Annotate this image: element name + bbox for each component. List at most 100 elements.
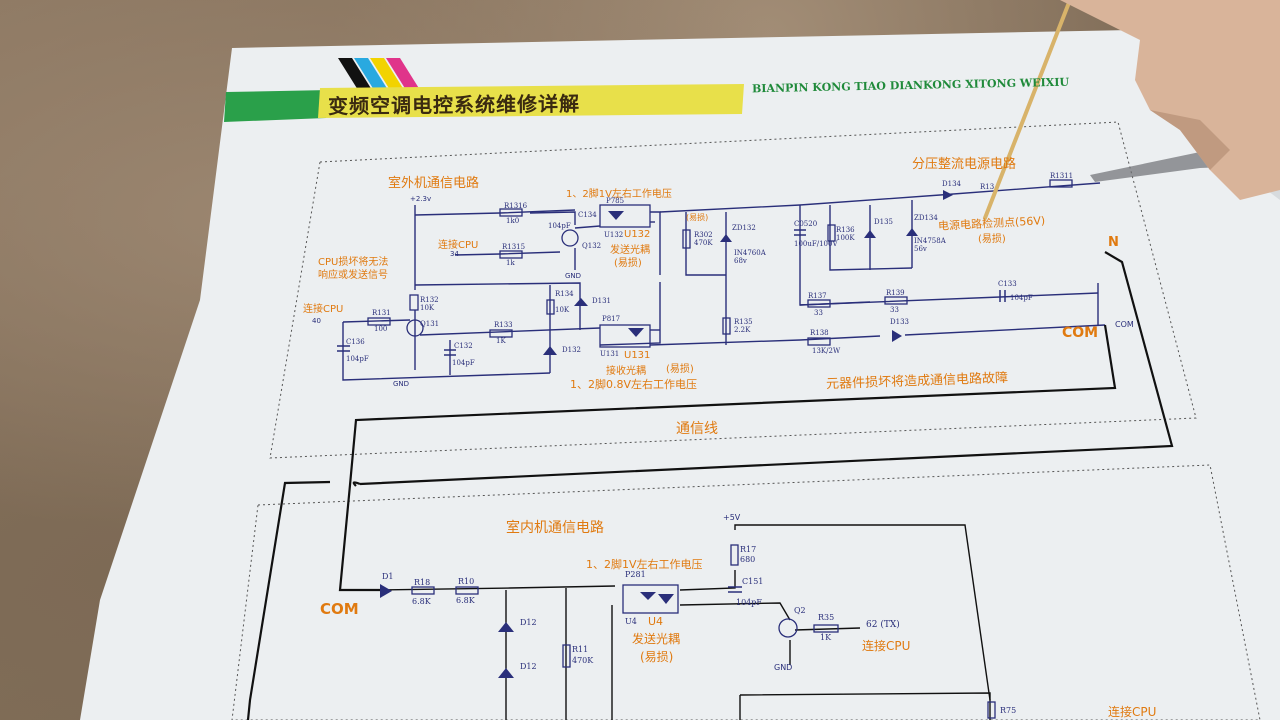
part-r18-value: 6.8K xyxy=(412,597,431,606)
part-r139: R139 xyxy=(886,289,905,297)
part-zd134-value: IN4758A 56v xyxy=(914,237,946,253)
outdoor-cpu-note-2: 响应或发送信号 xyxy=(318,270,388,281)
paper-sheet xyxy=(80,28,1280,720)
part-r18: R18 xyxy=(414,578,431,587)
part-zd132: ZD132 xyxy=(732,224,756,232)
part-r11-value: 470K xyxy=(572,656,594,665)
components xyxy=(367,179,1073,719)
comm-line-label: 通信线 xyxy=(676,421,718,437)
indoor-connect-cpu: 连接CPU xyxy=(862,639,911,653)
outdoor-tx-voltage: 1、2脚1V左右工作电压 xyxy=(566,189,672,200)
indoor-gnd: GND xyxy=(774,663,793,672)
part-r35-value: 1K xyxy=(820,633,832,642)
part-r131b: R1311 xyxy=(1050,172,1074,180)
outdoor-gnd-2: GND xyxy=(393,380,410,388)
part-d12a: D12 xyxy=(520,618,537,627)
part-r75: R75 xyxy=(1000,706,1017,715)
outdoor-tx-coupler-desc: 发送光耦 xyxy=(610,245,650,256)
part-q131: Q131 xyxy=(420,320,440,328)
part-u4: U4 xyxy=(625,617,637,626)
indoor-com-label: COM xyxy=(320,600,359,618)
part-r136-value: 100K xyxy=(836,234,855,242)
outdoor-com-label: COM xyxy=(1062,325,1099,341)
outdoor-r302-fragile: (易损) xyxy=(686,213,709,222)
part-r131-value: 100 xyxy=(374,325,388,333)
part-r135: R135 xyxy=(734,318,753,326)
part-c132: C132 xyxy=(454,342,473,350)
part-r1316: R1316 xyxy=(504,202,528,210)
indoor-vcc: +5V xyxy=(723,513,741,522)
part-c134-value: 104pF xyxy=(548,222,571,230)
outdoor-vcc: +2.3v xyxy=(410,195,432,203)
part-r302-value: 470K xyxy=(694,239,713,247)
part-r136: R136 xyxy=(836,226,855,234)
part-c136: C136 xyxy=(346,338,365,346)
part-r302: R302 xyxy=(694,231,713,239)
part-zd132-value: IN4760A 68v xyxy=(734,249,766,265)
part-r10-value: 6.8K xyxy=(456,596,475,605)
outdoor-fault-note: 元器件损坏将造成通信电路故障 xyxy=(825,370,1009,393)
indoor-tx-pin: 62 (TX) xyxy=(866,620,900,630)
part-r134: R134 xyxy=(555,290,574,298)
outdoor-pin-34: 34 xyxy=(450,250,459,258)
part-d132: D132 xyxy=(562,346,581,354)
banner-green xyxy=(224,90,330,122)
part-c132-value: 104pF xyxy=(452,359,475,367)
capacitor-symbols xyxy=(337,229,1006,593)
outdoor-connect-cpu-2: 连接CPU xyxy=(303,304,344,315)
part-r35: R35 xyxy=(818,613,835,622)
part-c520-value: 100uF/100V xyxy=(794,240,838,248)
part-d131: D131 xyxy=(592,297,611,305)
color-stripe-logo xyxy=(338,58,420,90)
part-d135: D135 xyxy=(874,218,893,226)
indoor-tx-fragile: (易损) xyxy=(640,650,674,664)
part-d134: D134 xyxy=(942,180,961,188)
part-c133: C133 xyxy=(998,280,1017,288)
outdoor-section-title: 室外机通信电路 xyxy=(388,176,480,191)
comm-lines xyxy=(246,251,1174,720)
part-p817: P817 xyxy=(602,315,621,323)
toothpick xyxy=(983,0,1072,220)
indoor-section-title: 室内机通信电路 xyxy=(506,520,604,536)
diode-symbols xyxy=(380,190,953,678)
book-title-pinyin: BIANPIN KONG TIAO DIANKONG XITONG WEIXIU xyxy=(751,75,1070,96)
part-r1316-value: 1k0 xyxy=(506,217,520,225)
outdoor-frame xyxy=(269,121,1197,459)
outdoor-cpu-note-1: CPU损坏将无法 xyxy=(318,257,389,268)
part-c151-value: 104pF xyxy=(736,598,762,607)
part-r133-value: 1K xyxy=(496,337,506,345)
part-c133-value: 104pF xyxy=(1010,294,1033,302)
part-c520: C0520 xyxy=(794,220,818,228)
outdoor-wires xyxy=(342,182,1106,381)
part-r131: R131 xyxy=(372,309,391,317)
part-q2: Q2 xyxy=(794,606,806,615)
hand-shade xyxy=(1150,110,1230,170)
outdoor-test-point-fragile: (易损) xyxy=(978,234,1006,245)
outdoor-rx-coupler-desc: 接收光耦 xyxy=(606,366,646,377)
part-c134: C134 xyxy=(578,211,597,219)
part-r137: R137 xyxy=(808,292,827,300)
outdoor-com-small: COM xyxy=(1115,320,1134,329)
outdoor-rx-fragile: (易损) xyxy=(666,364,694,375)
part-c151: C151 xyxy=(742,577,764,586)
part-r17: R17 xyxy=(740,545,757,554)
outdoor-rx-voltage: 1、2脚0.8V左右工作电压 xyxy=(570,378,698,391)
part-r1315: R1315 xyxy=(502,243,526,251)
outdoor-tx-coupler-name: U132 xyxy=(624,229,651,240)
part-c136-value: 104pF xyxy=(346,355,369,363)
outdoor-gnd-1: GND xyxy=(565,272,582,280)
outdoor-n-label: N xyxy=(1108,235,1119,250)
part-p281: P281 xyxy=(625,570,646,579)
part-p785: P785 xyxy=(606,197,625,205)
part-r17-value: 680 xyxy=(740,555,756,564)
part-r137-value: 33 xyxy=(814,309,823,317)
part-r10: R10 xyxy=(458,577,475,586)
part-r1315-value: 1k xyxy=(506,259,515,267)
book-title: 变频空调电控系统维修详解 xyxy=(327,91,581,119)
outdoor-connect-cpu-1: 连接CPU xyxy=(438,240,479,251)
part-zd134: ZD134 xyxy=(914,214,938,222)
part-d1: D1 xyxy=(382,572,394,581)
part-r132-value: 10K xyxy=(420,304,435,312)
part-r133: R133 xyxy=(494,321,513,329)
